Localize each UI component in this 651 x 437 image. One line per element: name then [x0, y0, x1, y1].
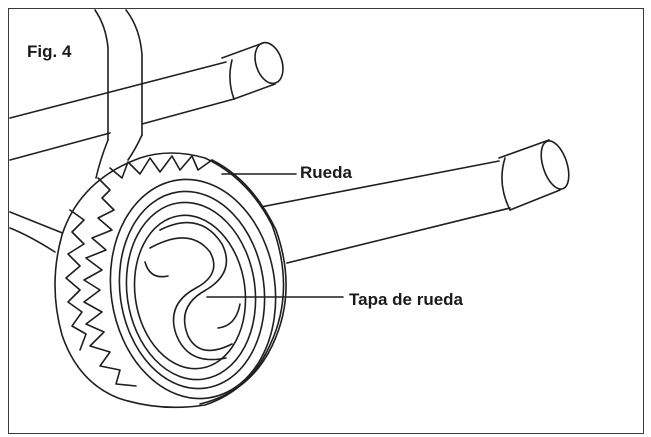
wheel-cap-callout-label: Tapa de rueda — [349, 290, 463, 309]
front-axle-rod — [244, 139, 570, 264]
wheel-callout-label: Rueda — [300, 163, 352, 182]
figure-frame — [8, 8, 644, 434]
frame-tube — [94, 9, 143, 141]
upper-axle-rod — [9, 41, 284, 161]
wheel-cap — [133, 214, 247, 370]
figure-label: Fig. 4 — [27, 42, 72, 61]
